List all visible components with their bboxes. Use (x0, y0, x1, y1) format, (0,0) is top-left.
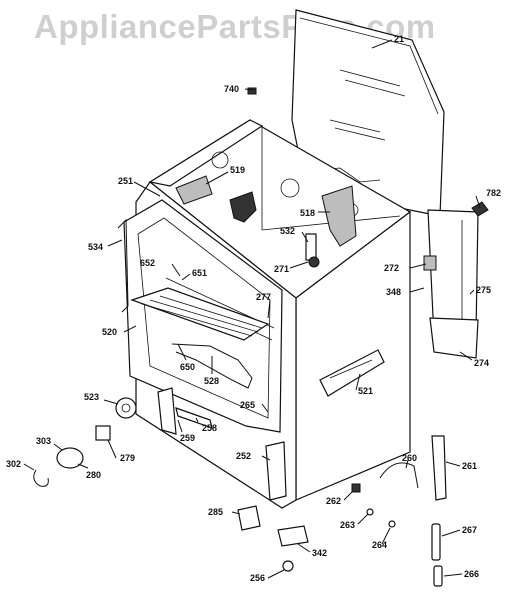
label-652: 652 (140, 258, 155, 268)
label-266: 266 (464, 569, 479, 579)
label-256: 256 (250, 573, 265, 583)
label-259: 259 (180, 433, 195, 443)
label-740: 740 (224, 84, 239, 94)
label-302: 302 (6, 459, 21, 469)
label-271: 271 (274, 264, 289, 274)
label-260: 260 (402, 453, 417, 463)
label-534: 534 (88, 242, 103, 252)
bake-element (171, 343, 253, 389)
label-251: 251 (118, 176, 133, 186)
side-panel-rear (247, 87, 489, 359)
label-280: 280 (86, 470, 101, 480)
label-258: 258 (202, 423, 217, 433)
callout-labels: 21 740 519 251 782 518 532 534 652 651 2… (6, 34, 501, 583)
label-261: 261 (462, 461, 477, 471)
label-782: 782 (486, 188, 501, 198)
label-528: 528 (204, 376, 219, 386)
label-519: 519 (230, 165, 245, 175)
label-21: 21 (394, 34, 404, 44)
label-520: 520 (102, 327, 117, 337)
label-651: 651 (192, 268, 207, 278)
label-285: 285 (208, 507, 223, 517)
label-267: 267 (462, 525, 477, 535)
label-279: 279 (120, 453, 135, 463)
oven-rack (130, 287, 270, 341)
label-263: 263 (340, 520, 355, 530)
label-262: 262 (326, 496, 341, 506)
label-650: 650 (180, 362, 195, 372)
leader-lines (23, 39, 481, 579)
label-521: 521 (358, 386, 373, 396)
label-342: 342 (312, 548, 327, 558)
label-275: 275 (476, 285, 491, 295)
lower-parts (33, 387, 447, 587)
label-348: 348 (386, 287, 401, 297)
label-274: 274 (474, 358, 489, 368)
label-277: 277 (256, 292, 271, 302)
label-265: 265 (240, 400, 255, 410)
label-252: 252 (236, 451, 251, 461)
label-303: 303 (36, 436, 51, 446)
label-532: 532 (280, 226, 295, 236)
label-272: 272 (384, 263, 399, 273)
label-523: 523 (84, 392, 99, 402)
label-518: 518 (300, 208, 315, 218)
label-264: 264 (372, 540, 387, 550)
oven-handle (117, 218, 129, 313)
